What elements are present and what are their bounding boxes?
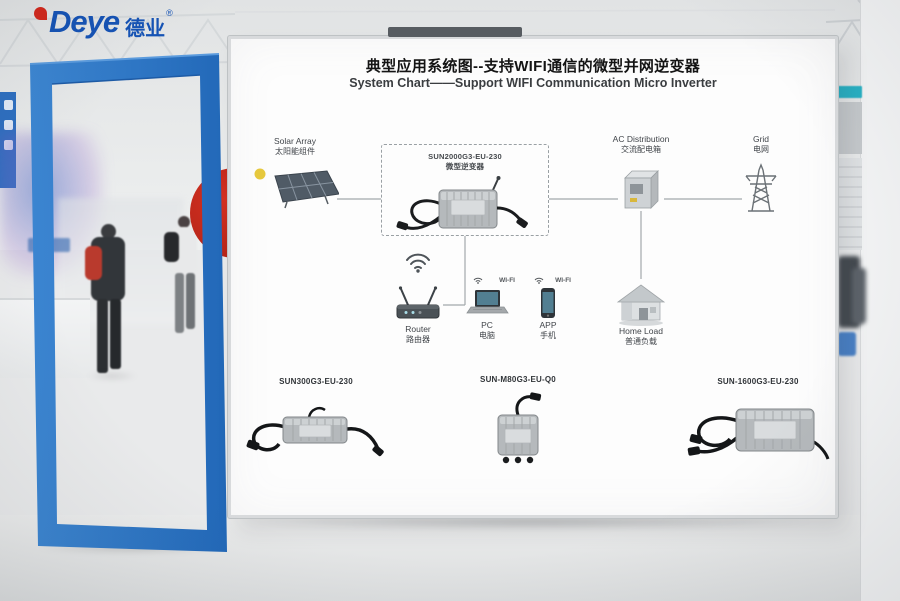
house-icon [616,284,666,326]
inverter-label-cn: 微型逆变器 [445,161,485,171]
router-icon [396,286,440,319]
product-model-label: SUN300G3-EU-230 [279,377,353,386]
node-home-load: Home Load 普通负载 [605,281,677,347]
app-wifi-label: WI-FI [555,276,571,284]
wifi-icon [473,277,483,284]
blue-furniture [838,332,856,356]
product-model-label: SUN-1600G3-EU-230 [717,377,799,386]
solar-array-label-cn: 太阳能组件 [275,146,315,156]
app-label-cn: 手机 [540,330,556,340]
deye-logo: Deye 德业 ® [34,6,173,41]
product-model-label: SUN-M80G3-EU-Q0 [480,375,556,384]
person-head [178,216,190,228]
person-leg [97,299,108,373]
ac-distribution-label-cn: 交流配电箱 [621,144,661,154]
logo-red-mark-icon [34,7,47,20]
solar-panel-icon [254,168,339,209]
node-grid: Grid 电网 [725,134,797,213]
app-label-en: APP [539,320,557,330]
smartphone-icon [541,288,555,318]
router-label-en: Router [405,324,431,334]
board-floor-shadow [246,514,822,530]
person-floor-shadow [86,372,138,380]
background-shelf [836,158,862,250]
pc-wifi-tag: WI-FI [459,275,515,285]
node-app: WI-FI APP 手机 [525,275,571,341]
node-solar-array: Solar Array 太阳能组件 [247,136,343,210]
ac-distribution-box-icon [624,169,659,209]
background-panel [836,102,862,154]
node-router: Router 路由器 [389,251,447,345]
teal-accent-band [836,86,862,98]
board-title-en: System Chart——Support WIFI Communication… [349,76,717,90]
person-leg [175,273,184,333]
home-load-label-en: Home Load [619,326,663,336]
pc-label-cn: 电脑 [479,330,495,340]
transmission-tower-icon [745,162,777,212]
person-head [101,224,116,239]
product-sun300: SUN300G3-EU-230 [241,377,391,469]
background-figure [852,268,866,324]
wifi-icon [406,253,430,273]
wifi-icon [534,277,544,284]
solar-array-label-en: Solar Array [273,136,317,146]
grid-label-cn: 电网 [753,144,769,154]
black-backpack [164,232,179,262]
board-title-cn: 典型应用系统图--支持WIFI通信的微型并网逆变器 [365,58,701,75]
product-image-sun-m80 [497,392,542,464]
home-load-label-cn: 普通负载 [625,336,657,346]
pc-label-en: PC [481,320,493,330]
product-image-sun300 [246,407,384,457]
registered-mark: ® [166,8,173,18]
display-board: 典型应用系统图--支持WIFI通信的微型并网逆变器 System Chart——… [227,35,839,519]
app-wifi-tag: WI-FI [525,275,571,285]
product-sun-1600: SUN-1600G3-EU-230 [678,377,838,471]
logo-wordmark: Deye [49,4,120,39]
person-leg [110,299,121,369]
laptop-icon [466,290,509,314]
person-leg [186,273,195,329]
product-sun-m80: SUN-M80G3-EU-Q0 [472,375,564,473]
grid-label-en: Grid [752,134,770,144]
node-pc: WI-FI PC 电脑 [459,275,515,341]
ac-distribution-label-en: AC Distribution [612,134,670,144]
visitor-with-red-backpack [84,224,132,376]
micro-inverter-image [396,175,528,230]
logo-chinese: 德业 [125,18,166,40]
inverter-model-label: SUN2000G3-EU-230 [428,152,502,161]
pc-wifi-label: WI-FI [499,276,515,284]
board-top-fixture [388,27,522,37]
visitor-with-black-backpack [164,216,203,338]
inverter-group-box: SUN2000G3-EU-230 微型逆变器 [381,144,549,236]
node-ac-distribution: AC Distribution 交流配电箱 [595,134,687,213]
product-image-sun-1600 [687,408,830,460]
router-label-cn: 路由器 [406,334,430,344]
red-backpack [85,246,102,280]
connector-lines [337,198,742,306]
